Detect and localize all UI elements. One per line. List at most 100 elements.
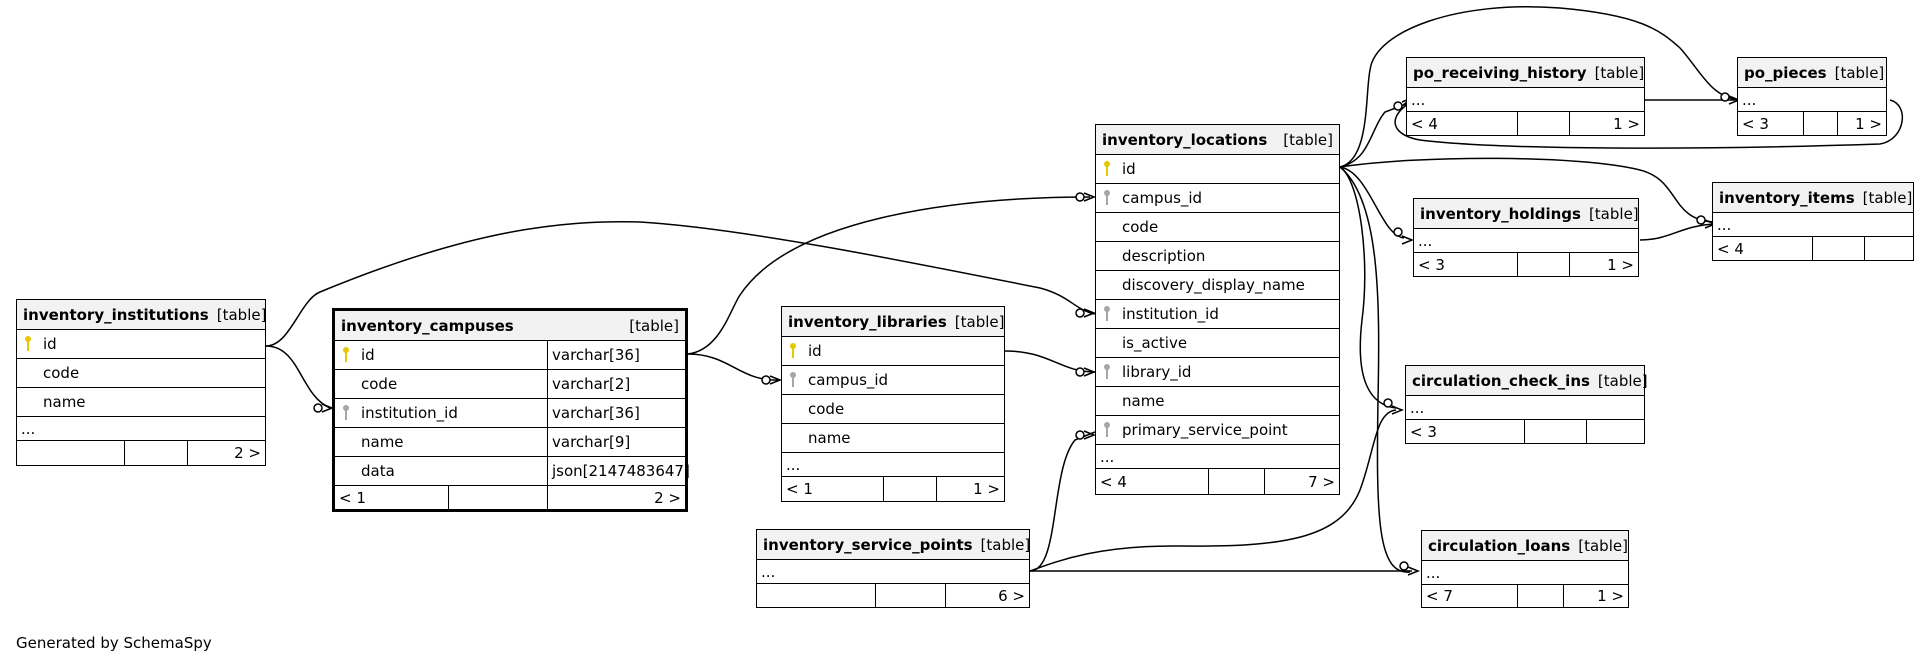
table-name: inventory_service_points <box>763 535 973 554</box>
children-count: 1 > <box>1569 253 1638 276</box>
table-po-pieces[interactable]: po_pieces [table] ... < 3 1 > <box>1737 57 1887 136</box>
edge-end-marker <box>1383 398 1393 408</box>
parents-count: < 3 <box>1418 255 1445 274</box>
edge-servicepoints-locations <box>1029 431 1096 572</box>
table-inventory-service-points[interactable]: inventory_service_points [table] ... 6 > <box>756 529 1030 608</box>
primary-key-icon <box>25 336 31 352</box>
column-row: name <box>1096 387 1339 416</box>
parents-count: < 3 <box>1410 422 1437 441</box>
crowfoot-marker <box>321 403 335 413</box>
children-count: 1 > <box>1569 112 1644 135</box>
children-count: 1 > <box>1563 585 1628 607</box>
table-header: po_receiving_history [table] <box>1407 58 1644 88</box>
table-type: [table] <box>954 312 1005 331</box>
column-name: code <box>43 364 80 382</box>
table-type: [table] <box>1588 204 1639 223</box>
column-name: code <box>1122 218 1159 236</box>
table-type: [table] <box>1578 536 1628 555</box>
table-header: inventory_campuses [table] <box>335 311 685 341</box>
row-count <box>1812 237 1864 260</box>
table-inventory-libraries[interactable]: inventory_libraries [table] id campus_id… <box>781 306 1005 502</box>
table-po-receiving-history[interactable]: po_receiving_history [table] ... < 4 1 > <box>1406 57 1645 136</box>
edge-end-marker <box>1696 215 1706 225</box>
table-header: inventory_locations [table] <box>1096 125 1339 155</box>
column-row: description <box>1096 242 1339 271</box>
column-row: campus_id <box>782 366 1004 395</box>
column-row: name <box>17 388 265 417</box>
edge-locations-items <box>1339 157 1715 223</box>
column-row: code <box>17 359 265 388</box>
edge-locations-pieces-top <box>1339 5 1739 168</box>
table-inventory-campuses[interactable]: inventory_campuses [table] id varchar[36]… <box>332 308 690 512</box>
table-type: [table] <box>1597 371 1648 390</box>
column-row: campus_id <box>1096 184 1339 213</box>
edge-end-marker <box>1393 227 1403 237</box>
table-inventory-holdings[interactable]: inventory_holdings [table] ... < 3 1 > <box>1413 198 1639 277</box>
table-footer: < 1 1 > <box>782 477 1004 501</box>
parents-count: < 4 <box>1100 472 1127 491</box>
foreign-key-icon <box>343 405 349 421</box>
column-row: id <box>17 330 265 359</box>
more-columns-row: ... <box>1713 213 1913 237</box>
table-inventory-items[interactable]: inventory_items [table] ... < 4 <box>1712 182 1914 261</box>
edge-end-marker <box>1720 92 1730 102</box>
column-name: name <box>1122 392 1165 410</box>
crowfoot-marker <box>1083 367 1097 377</box>
table-header: circulation_check_ins [table] <box>1406 366 1648 396</box>
row-count <box>1524 420 1586 443</box>
table-footer: < 3 <box>1406 420 1644 443</box>
table-type: [table] <box>629 316 679 335</box>
parents-count: < 3 <box>1742 114 1769 133</box>
edge-end-marker <box>761 375 771 385</box>
table-name: inventory_campuses <box>341 316 514 335</box>
edge-end-marker <box>1399 561 1409 571</box>
column-type: json[2147483647] <box>547 457 690 485</box>
table-footer: < 3 1 > <box>1738 112 1886 135</box>
column-row: is_active <box>1096 329 1339 358</box>
row-count <box>1517 585 1563 607</box>
table-footer: < 3 1 > <box>1414 253 1638 276</box>
column-name: library_id <box>1122 363 1192 381</box>
edge-institutions-campuses <box>265 345 331 409</box>
edge-locations-loans <box>1339 166 1411 573</box>
column-name: id <box>43 335 57 353</box>
edge-end-marker <box>313 403 323 413</box>
edge-pieces-loop <box>1394 99 1904 149</box>
column-name: discovery_display_name <box>1122 276 1305 294</box>
table-footer: < 4 7 > <box>1096 469 1339 494</box>
row-count <box>1517 253 1569 276</box>
table-circulation-check-ins[interactable]: circulation_check_ins [table] ... < 3 <box>1405 365 1648 444</box>
table-inventory-institutions[interactable]: inventory_institutions [table] id code n… <box>16 299 266 466</box>
edge-institutions-locations <box>265 221 1096 347</box>
crowfoot-marker <box>1407 566 1421 576</box>
column-name: campus_id <box>1122 189 1203 207</box>
table-header: inventory_institutions [table] <box>17 300 266 330</box>
primary-key-icon <box>790 343 796 359</box>
column-name: id <box>808 342 822 360</box>
edge-end-marker <box>1393 101 1403 111</box>
table-name: inventory_institutions <box>23 305 209 324</box>
primary-key-icon <box>343 347 349 363</box>
table-footer: < 1 2 > <box>335 486 685 509</box>
children-count <box>1864 237 1913 260</box>
column-name: id <box>1122 160 1136 178</box>
column-name: campus_id <box>808 371 889 389</box>
column-name: data <box>361 462 395 480</box>
edge-end-marker <box>1075 430 1085 440</box>
more-columns-row: ... <box>757 560 1029 584</box>
row-count <box>875 584 945 607</box>
row-count <box>1208 469 1264 494</box>
table-name: po_pieces <box>1744 63 1827 82</box>
column-name: id <box>361 346 375 364</box>
crowfoot-marker <box>1083 308 1097 318</box>
table-inventory-locations[interactable]: inventory_locations [table] id campus_id… <box>1095 124 1340 495</box>
more-columns-row: ... <box>1096 445 1339 469</box>
foreign-key-icon <box>1104 422 1110 438</box>
column-type: varchar[36] <box>547 341 640 369</box>
table-circulation-loans[interactable]: circulation_loans [table] ... < 7 1 > <box>1421 530 1629 608</box>
table-header: inventory_holdings [table] <box>1414 199 1639 229</box>
more-columns-row: ... <box>1422 561 1628 585</box>
